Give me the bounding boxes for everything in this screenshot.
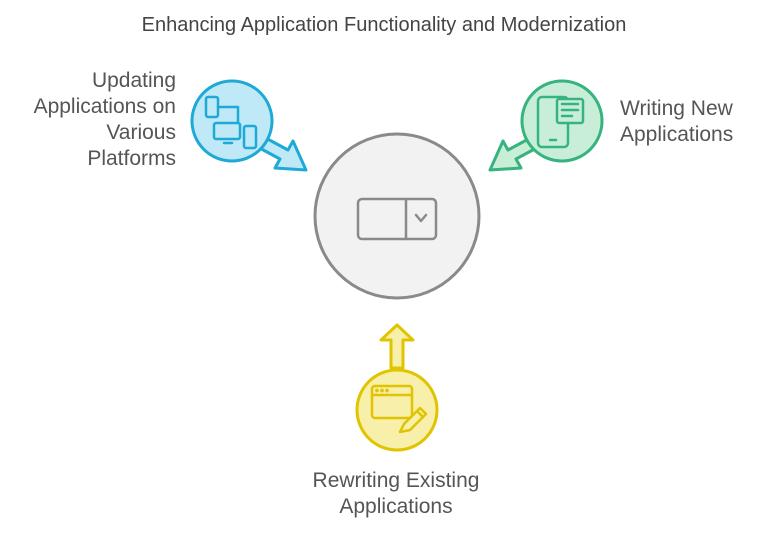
- label-rewriting-existing-applications: Rewriting Existing Applications: [246, 468, 546, 520]
- label-line: Applications: [339, 495, 453, 518]
- diagram-title: Enhancing Application Functionality and …: [141, 14, 627, 36]
- node-updating-applications: [190, 79, 308, 172]
- node-writing-new-applications: [488, 79, 604, 172]
- label-line: Applications on: [33, 95, 176, 118]
- center-circle: [313, 132, 481, 300]
- left-node-circle: [190, 79, 274, 163]
- node-rewriting-existing-applications: [355, 323, 439, 452]
- label-line: Various: [106, 121, 176, 144]
- label-line: Platforms: [87, 147, 176, 170]
- label-line: Writing New: [620, 97, 733, 120]
- center-node: [313, 132, 481, 300]
- mobile-document-icon: [536, 95, 585, 149]
- label-line: Applications: [620, 123, 734, 146]
- devices-icon: [204, 95, 258, 150]
- label-writing-new-applications: Writing New Applications: [620, 96, 768, 148]
- window-edit-icon: [370, 384, 428, 434]
- bottom-node-circle: [355, 368, 439, 452]
- dropdown-select-icon: [356, 197, 438, 241]
- label-line: Updating: [91, 69, 176, 92]
- arrow-to-center-bottom: [379, 323, 415, 370]
- label-line: Rewriting Existing: [312, 469, 480, 492]
- label-updating-applications: Updating Applications on Various Platfor…: [0, 68, 176, 172]
